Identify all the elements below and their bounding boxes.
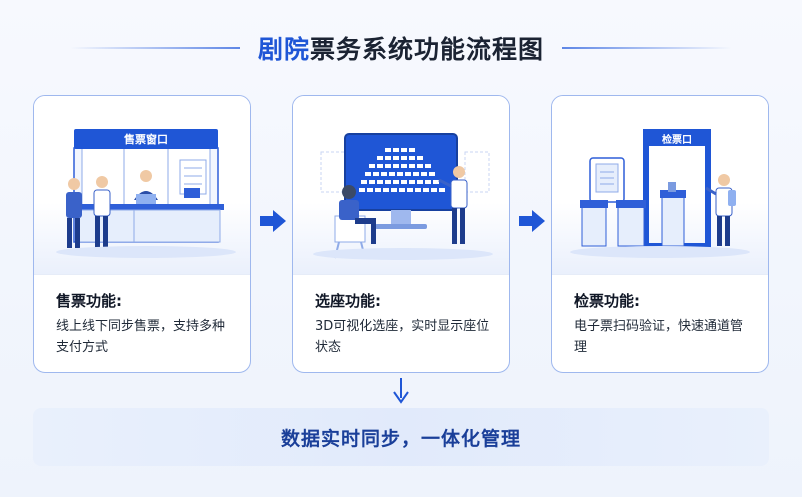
seat-selection-drawing — [313, 133, 493, 260]
card-description: 线上线下同步售票，支持多种支付方式 — [56, 319, 226, 355]
seat-selection-illustration — [293, 96, 509, 274]
card-title: 检票功能: — [574, 292, 640, 310]
arrow-right-icon — [260, 210, 286, 232]
booth-sign-text: 售票窗口 — [123, 132, 168, 146]
gate-sign — [646, 132, 708, 146]
card-ticket-sales: 售票窗口 售票功能: — [33, 95, 251, 373]
card-ticket-check: 检票口 检票功能: 电子票扫码验证，快速通道管理 — [551, 95, 769, 373]
ticket-window-illustration: 售票窗口 — [34, 96, 250, 274]
title-rest: 票务系统功能流程图 — [310, 35, 545, 64]
seat-grid — [359, 148, 445, 192]
title-line-right — [562, 47, 733, 49]
summary-bar: 数据实时同步，一体化管理 — [33, 408, 769, 466]
ticket-window-drawing: 售票窗口 — [56, 129, 236, 258]
summary-text: 数据实时同步，一体化管理 — [280, 427, 521, 450]
card-description: 电子票扫码验证，快速通道管理 — [574, 319, 744, 355]
gate-sign-text: 检票口 — [662, 133, 692, 146]
card-separator — [552, 274, 768, 275]
card-title: 选座功能: — [315, 292, 381, 310]
booth-sign — [74, 129, 218, 149]
page-title: 剧院票务系统功能流程图 — [258, 30, 544, 66]
title-area: 剧院票务系统功能流程图 — [0, 28, 802, 68]
card-title: 售票功能: — [56, 292, 122, 310]
card-separator — [293, 274, 509, 275]
ticket-check-drawing: 检票口 — [570, 129, 750, 258]
card-seat-selection: 选座功能: 3D可视化选座，实时显示座位状态 — [292, 95, 510, 373]
title-highlight: 剧院 — [257, 35, 310, 64]
title-line-left — [69, 47, 240, 49]
card-separator — [34, 274, 250, 275]
ticket-check-illustration: 检票口 — [552, 96, 768, 274]
card-description: 3D可视化选座，实时显示座位状态 — [315, 319, 490, 355]
arrow-down-icon — [393, 378, 409, 404]
arrow-right-icon — [519, 210, 545, 232]
